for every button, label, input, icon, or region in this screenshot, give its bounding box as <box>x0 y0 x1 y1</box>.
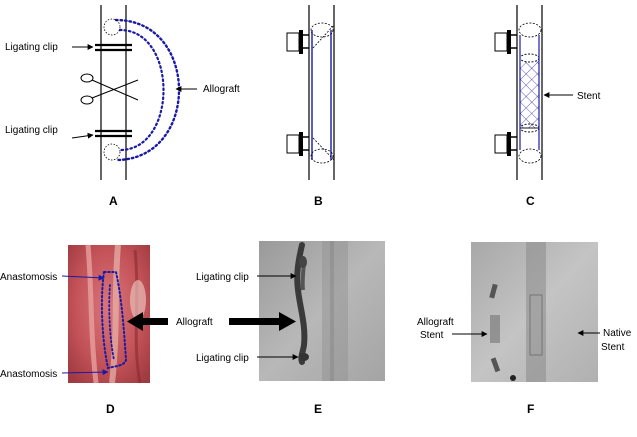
label-allograft-stent-2: Stent <box>420 330 444 341</box>
anastomosis-top <box>103 18 121 36</box>
label-allograft-center: Allograft <box>176 317 213 328</box>
panel-letter-c: C <box>526 194 535 208</box>
ligating-clip-bottom <box>95 129 132 138</box>
allograft-arrow-e <box>229 312 296 331</box>
label-ligating-clip-top: Ligating clip <box>5 42 58 53</box>
stent <box>519 35 540 150</box>
anastomosis-bottom <box>103 143 121 161</box>
vessel-photo-2 <box>109 244 121 384</box>
vessel-photo <box>85 244 99 384</box>
label-native-stent-2: Stent <box>601 342 625 353</box>
allograft-bypass-inner <box>118 28 165 152</box>
clip-shadow-top <box>489 283 498 299</box>
graft-outline <box>100 271 128 370</box>
arrow-anastomosis-top <box>61 274 105 281</box>
label-allograft-stent-1: Allograft <box>417 317 454 328</box>
allograft-arrow-d <box>127 312 168 331</box>
clip-shadow-top <box>299 256 307 268</box>
panel-letter-b: B <box>314 194 323 208</box>
panel-c: Stent C <box>494 5 601 208</box>
native-vessel <box>526 242 546 382</box>
label-native-stent-1: Native <box>603 328 632 339</box>
arrow-anastomosis-bottom <box>61 369 109 376</box>
scissors-icon <box>80 73 139 105</box>
marker-dot <box>510 375 516 381</box>
panel-letter-e: E <box>314 402 322 416</box>
panel-letter-d: D <box>106 402 115 416</box>
clip-device-top <box>494 22 542 54</box>
angiogram-e <box>259 241 385 381</box>
native-stent-shadow <box>529 294 543 356</box>
panel-letter-f: F <box>527 402 534 416</box>
graft-inner <box>108 284 115 361</box>
tissue-highlight <box>130 280 146 320</box>
clip-shadow-bottom <box>299 353 309 361</box>
panel-e: Ligating clip Ligating clip E <box>196 241 385 416</box>
panel-letter-a: A <box>109 194 118 208</box>
arrow-clip-bottom <box>71 132 94 139</box>
native-vessel <box>322 241 348 381</box>
label-ligating-clip-bottom: Ligating clip <box>196 353 249 364</box>
panel-f: Allograft Stent Native Stent F <box>417 242 632 416</box>
ligating-clip-top <box>95 43 132 52</box>
label-anastomosis-top: Anastomosis <box>0 272 57 283</box>
native-vessel-core <box>330 241 334 381</box>
clip-device-bottom <box>494 132 542 164</box>
allograft-stent-shadow <box>490 315 500 343</box>
panel-b: B <box>286 5 335 208</box>
clip-device-top <box>286 22 335 54</box>
label-ligating-clip-bottom: Ligating clip <box>5 125 58 136</box>
clip-shadow-bottom <box>490 357 501 373</box>
label-stent: Stent <box>577 91 601 102</box>
label-ligating-clip-top: Ligating clip <box>196 272 249 283</box>
clip-device-bottom <box>286 132 335 164</box>
panel-d: Anastomosis Anastomosis D <box>0 244 168 416</box>
panel-a: Ligating clip Ligating clip Allograft A <box>5 5 240 208</box>
label-allograft: Allograft <box>203 84 240 95</box>
label-anastomosis-bottom: Anastomosis <box>0 369 57 380</box>
